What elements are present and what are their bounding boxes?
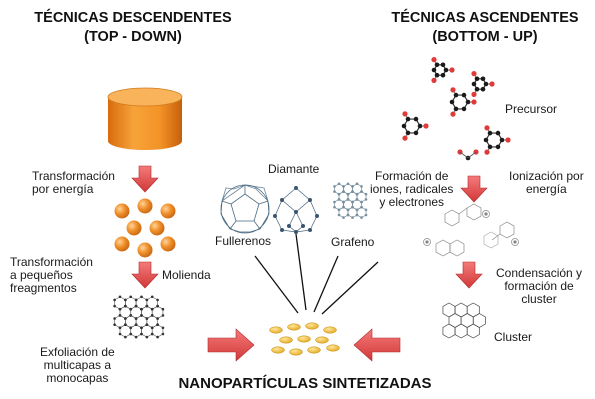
bottom-up-subtitle: (BOTTOM - UP) — [432, 29, 538, 45]
arrow-down-icon — [131, 165, 159, 193]
allotrope-label-fullerene: Fullerenos — [215, 234, 272, 248]
arrow-down-icon — [460, 175, 488, 203]
step-label-fragments: Transformación a pequeños freagmentos — [10, 255, 93, 295]
convergence-lines — [254, 233, 379, 315]
arrow-down-icon — [455, 261, 483, 289]
step-label-energy-transformation: Transformación por energía — [32, 169, 115, 196]
arrow-right-icon — [207, 328, 255, 362]
step-label-milling: Molienda — [162, 268, 211, 282]
allotrope-label-graphene: Grafeno — [331, 235, 375, 249]
molecule-icon — [401, 57, 511, 161]
nanoparticle-icon — [269, 322, 340, 356]
arrow-left-icon — [353, 328, 401, 362]
graphene-sheet-icon — [333, 182, 368, 219]
arrow-down-icon — [131, 261, 159, 289]
allotrope-label-diamond: Diamante — [268, 162, 320, 176]
result-title: NANOPARTÍCULAS SINTETIZADAS — [178, 375, 432, 392]
cylinder-icon — [107, 87, 183, 150]
radicals-label: Formación de iones, radicales y electron… — [370, 169, 454, 209]
sphere-cluster-icon — [114, 198, 176, 258]
step-label-exfoliation: Exfoliación de multicapas a monocapas — [40, 345, 115, 385]
graphene-sheet-icon — [113, 295, 165, 339]
cluster-label: Cluster — [494, 330, 533, 344]
condensation-label: Condensación y formación de cluster — [496, 266, 583, 306]
top-down-title: TÉCNICAS DESCENDENTES — [34, 10, 232, 26]
fullerene-icon — [220, 184, 270, 234]
precursor-label: Precursor — [505, 102, 558, 116]
diamond-lattice-icon — [273, 186, 319, 234]
top-down-subtitle: (TOP - DOWN) — [84, 29, 182, 45]
radicals-icon — [423, 203, 519, 257]
bottom-up-title: TÉCNICAS ASCENDENTES — [391, 10, 579, 26]
cluster-icon — [442, 302, 486, 339]
ionization-label: Ionización por energía — [509, 169, 584, 196]
